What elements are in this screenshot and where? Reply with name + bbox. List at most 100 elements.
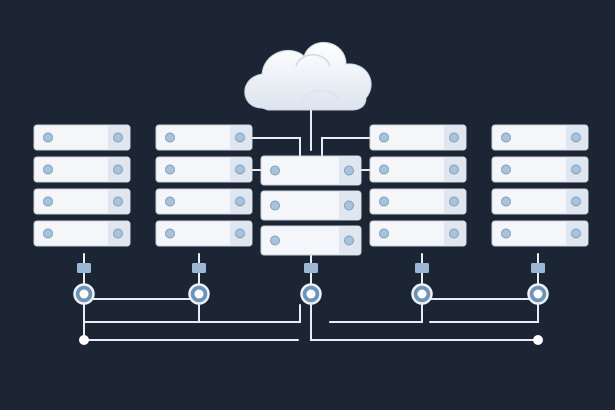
- server-unit-body: [33, 188, 131, 215]
- server-rack: [491, 124, 589, 247]
- server-unit: [491, 124, 589, 151]
- server-unit-body: [33, 124, 131, 151]
- status-led: [235, 228, 245, 239]
- server-unit: [33, 220, 131, 247]
- server-racks: [33, 124, 589, 256]
- status-led: [379, 132, 389, 143]
- status-led: [113, 164, 123, 175]
- status-led: [449, 164, 459, 175]
- server-unit: [33, 124, 131, 151]
- connector-block: [304, 263, 318, 273]
- status-led: [379, 164, 389, 175]
- status-led: [235, 196, 245, 207]
- status-led: [571, 164, 581, 175]
- server-unit: [491, 188, 589, 215]
- network-cable: [321, 137, 371, 157]
- server-unit: [369, 220, 467, 247]
- network-cable: [329, 304, 423, 323]
- connector-block: [531, 263, 545, 273]
- network-node: [300, 263, 322, 305]
- status-led: [501, 164, 511, 175]
- server-unit-body: [155, 124, 253, 151]
- status-led: [270, 200, 280, 211]
- status-led: [571, 132, 581, 143]
- network-cable: [251, 137, 301, 157]
- status-led: [235, 164, 245, 175]
- network-wiring: [83, 109, 539, 341]
- network-nodes: [73, 263, 549, 345]
- server-unit: [491, 156, 589, 183]
- status-led: [344, 235, 354, 246]
- server-unit: [260, 190, 362, 221]
- server-unit-body: [369, 156, 467, 183]
- server-unit-body: [260, 190, 362, 221]
- status-led: [449, 132, 459, 143]
- server-unit-body: [155, 156, 253, 183]
- status-led: [165, 164, 175, 175]
- status-led: [571, 228, 581, 239]
- status-led: [113, 196, 123, 207]
- status-led: [43, 132, 53, 143]
- server-unit-body: [33, 156, 131, 183]
- node-core: [306, 289, 316, 299]
- server-unit-body: [369, 220, 467, 247]
- network-cable: [429, 304, 539, 323]
- server-unit: [491, 220, 589, 247]
- status-led: [113, 228, 123, 239]
- status-led: [571, 196, 581, 207]
- status-led: [113, 132, 123, 143]
- server-unit: [369, 156, 467, 183]
- server-unit-body: [369, 188, 467, 215]
- server-unit: [33, 188, 131, 215]
- status-led: [43, 196, 53, 207]
- network-node: [73, 263, 95, 305]
- server-rack: [369, 124, 467, 247]
- network-node: [411, 263, 433, 305]
- status-led: [449, 196, 459, 207]
- connector-block: [192, 263, 206, 273]
- status-led: [235, 132, 245, 143]
- server-rack: [260, 155, 362, 256]
- server-unit: [369, 188, 467, 215]
- server-unit-body: [260, 225, 362, 256]
- status-led: [270, 235, 280, 246]
- connector-block: [77, 263, 91, 273]
- node-core: [533, 289, 543, 299]
- server-unit-body: [491, 220, 589, 247]
- status-led: [501, 228, 511, 239]
- server-unit-body: [491, 124, 589, 151]
- status-led: [165, 196, 175, 207]
- bus-endpoint: [79, 335, 89, 345]
- network-node: [188, 263, 210, 305]
- server-unit: [155, 220, 253, 247]
- status-led: [379, 196, 389, 207]
- status-led: [165, 228, 175, 239]
- server-unit-body: [369, 124, 467, 151]
- node-core: [79, 289, 89, 299]
- server-unit: [260, 155, 362, 186]
- status-led: [379, 228, 389, 239]
- bus-endpoint: [533, 335, 543, 345]
- status-led: [270, 165, 280, 176]
- server-unit: [155, 156, 253, 183]
- server-unit: [369, 124, 467, 151]
- status-led: [501, 196, 511, 207]
- status-led: [449, 228, 459, 239]
- server-rack: [33, 124, 131, 247]
- server-unit-body: [155, 220, 253, 247]
- node-core: [417, 289, 427, 299]
- server-unit: [155, 124, 253, 151]
- server-unit-body: [155, 188, 253, 215]
- status-led: [165, 132, 175, 143]
- network-node: [527, 263, 549, 305]
- server-rack: [155, 124, 253, 247]
- connector-block: [415, 263, 429, 273]
- status-led: [43, 228, 53, 239]
- cloud-icon: [244, 41, 372, 111]
- server-unit: [155, 188, 253, 215]
- server-unit-body: [33, 220, 131, 247]
- server-unit-body: [260, 155, 362, 186]
- network-cable: [83, 304, 301, 323]
- node-core: [194, 289, 204, 299]
